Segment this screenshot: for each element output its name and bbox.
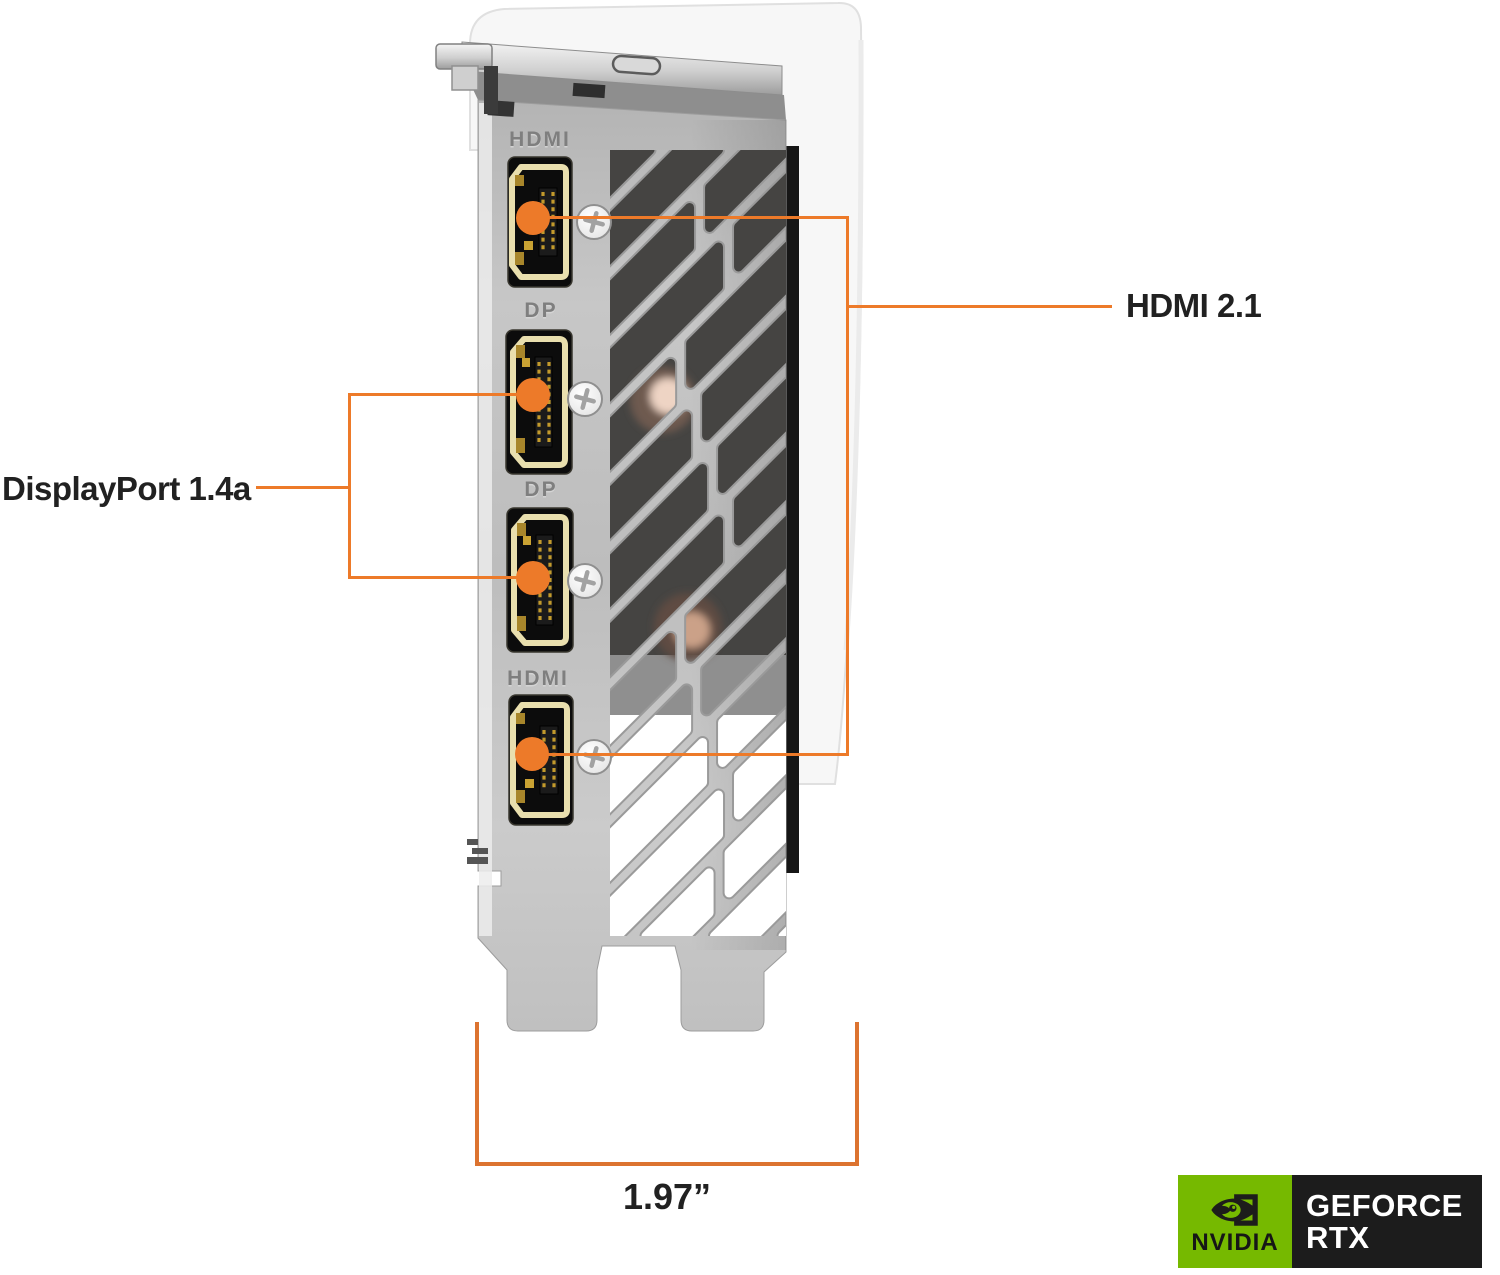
dimension-tick-left	[475, 1022, 479, 1166]
dp-callout-line-bottom	[348, 576, 534, 579]
bracket-screw-1	[577, 205, 611, 239]
port-label-hdmi-top: HDMI	[509, 128, 571, 151]
dp-port-1-marker	[516, 378, 550, 412]
flange-notch-shadow	[572, 82, 606, 99]
rtx-text: RTX	[1306, 1219, 1370, 1255]
pcb-edge-tabs	[467, 839, 488, 864]
port-label-emboss: HDMI	[509, 130, 571, 153]
hdmi-callout-branch	[846, 305, 1112, 308]
width-dimension-label: 1.97”	[622, 1176, 712, 1217]
dimension-tick-right	[855, 1022, 859, 1166]
geforce-text: GEFORCE	[1306, 1187, 1463, 1223]
nvidia-geforce-rtx-badge: NVIDIA GEFORCE RTX	[1178, 1175, 1482, 1268]
bracket-screw-3	[568, 564, 602, 598]
dp-callout-branch	[256, 486, 350, 489]
dp-port-2-marker	[516, 561, 550, 595]
bracket-screw-4	[577, 740, 611, 774]
flange-slot	[611, 54, 662, 76]
gpu-card-graphic: HDMI HDMI DP DP DP DP HDMI HDMI	[435, 1, 864, 1032]
port-label-dp-1: DP	[524, 299, 557, 322]
engraved-port-labels: HDMI HDMI DP DP DP DP HDMI HDMI	[507, 128, 571, 692]
nvidia-eye-icon	[1211, 1194, 1258, 1226]
bracket-hook-tab	[435, 43, 498, 114]
hdmi-top-port-marker	[516, 201, 550, 235]
port-label-dp-2: DP	[524, 478, 557, 501]
port-label-emboss: DP	[524, 480, 557, 503]
nvidia-wordmark: NVIDIA	[1191, 1229, 1279, 1256]
hdmi-callout-line-top	[533, 216, 848, 219]
hdmi-bottom-port-marker	[515, 737, 549, 771]
dp-callout-line-top	[349, 393, 533, 396]
nvidia-logo-block: NVIDIA	[1178, 1175, 1292, 1268]
vent-interior	[600, 140, 800, 945]
plate-left-highlight	[479, 103, 492, 936]
dimension-line-bottom	[475, 1162, 859, 1166]
geforce-rtx-block: GEFORCE RTX	[1292, 1175, 1482, 1268]
port-label-emboss: DP	[524, 301, 557, 324]
hdmi-callout-line-bottom	[532, 753, 849, 756]
port-label-emboss: HDMI	[507, 669, 569, 692]
flange-shadow	[464, 70, 786, 120]
port-label-hdmi-bottom: HDMI	[507, 667, 569, 690]
hdmi-callout-label: HDMI 2.1	[1126, 287, 1262, 324]
shroud-edge-highlight	[843, 39, 864, 651]
hdmi-callout-line-vertical	[846, 216, 849, 756]
bracket-screw-2	[568, 382, 602, 416]
displayport-callout-label: DisplayPort 1.4a	[2, 470, 251, 507]
